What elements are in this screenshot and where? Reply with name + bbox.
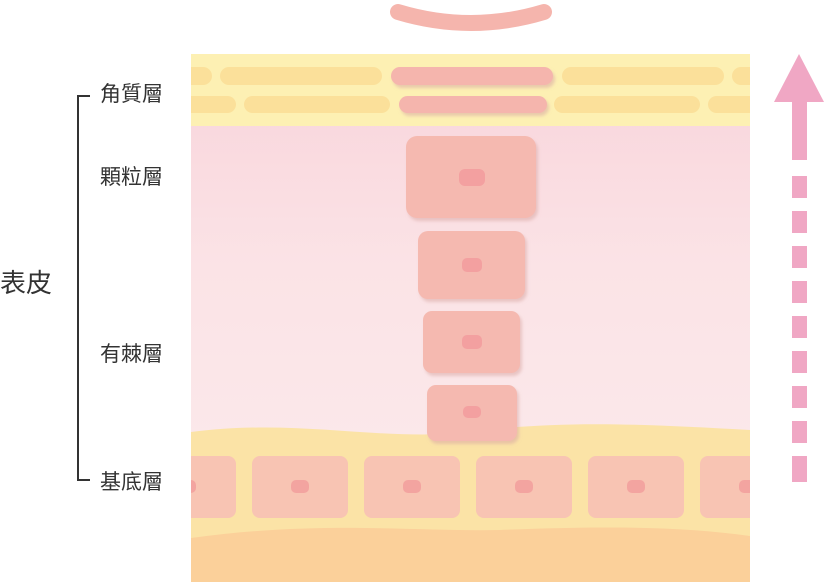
label-stratum-basale: 基底層 bbox=[100, 470, 163, 494]
arrow-dash bbox=[792, 456, 807, 482]
granular-nucleus bbox=[459, 169, 485, 186]
arrow-shaft bbox=[792, 100, 807, 160]
corneum-cells bbox=[191, 67, 750, 113]
dermis bbox=[191, 527, 750, 582]
basal-cell bbox=[700, 456, 750, 518]
label-stratum-corneum: 角質層 bbox=[100, 82, 163, 106]
corneum-highlight-cells bbox=[391, 67, 553, 113]
corneum-highlight-cell bbox=[399, 96, 547, 113]
arrow-dash bbox=[792, 211, 807, 233]
label-stratum-spinosum: 有棘層 bbox=[100, 342, 163, 366]
corneum-bg bbox=[191, 54, 750, 126]
basal-nucleus bbox=[403, 480, 421, 493]
arrow-dash bbox=[792, 351, 807, 373]
arrow-dash bbox=[792, 246, 807, 268]
basal-cells bbox=[191, 456, 750, 518]
corneum-highlight-cell bbox=[391, 67, 553, 85]
spinous-nucleus bbox=[462, 335, 482, 349]
basal-nucleus bbox=[627, 480, 645, 493]
upward-turnover-arrow-icon bbox=[774, 54, 824, 482]
arrow-dash bbox=[792, 386, 807, 408]
basal-layer-bg bbox=[191, 424, 750, 550]
label-stratum-granulosum: 顆粒層 bbox=[100, 165, 163, 189]
basal-nucleus bbox=[291, 480, 309, 493]
skin-layers bbox=[191, 54, 750, 582]
corneum-cell bbox=[191, 96, 236, 113]
corneum-cell bbox=[220, 67, 382, 85]
migrating-nuclei bbox=[459, 169, 485, 418]
corneum-cell bbox=[244, 96, 390, 113]
basal-nucleus bbox=[739, 480, 750, 493]
label-epidermis: 表皮 bbox=[0, 269, 53, 299]
corneum-cell bbox=[554, 96, 700, 113]
epidermis-bracket bbox=[77, 95, 90, 481]
spinous-nucleus bbox=[463, 406, 481, 418]
basal-cell bbox=[191, 456, 236, 518]
corneum-cell bbox=[191, 67, 212, 85]
corneum-cell bbox=[562, 67, 724, 85]
basal-nucleus bbox=[515, 480, 533, 493]
arrow-dash bbox=[792, 316, 807, 338]
shed-flake bbox=[390, 4, 552, 31]
corneum-cell bbox=[708, 96, 750, 113]
corneum-cell bbox=[732, 67, 750, 85]
arrow-dash bbox=[792, 176, 807, 198]
arrow-head bbox=[774, 54, 824, 102]
arrow-dash bbox=[792, 421, 807, 443]
arrow-dash bbox=[792, 281, 807, 303]
basal-nucleus bbox=[191, 480, 196, 493]
spinous-nucleus bbox=[462, 258, 482, 272]
